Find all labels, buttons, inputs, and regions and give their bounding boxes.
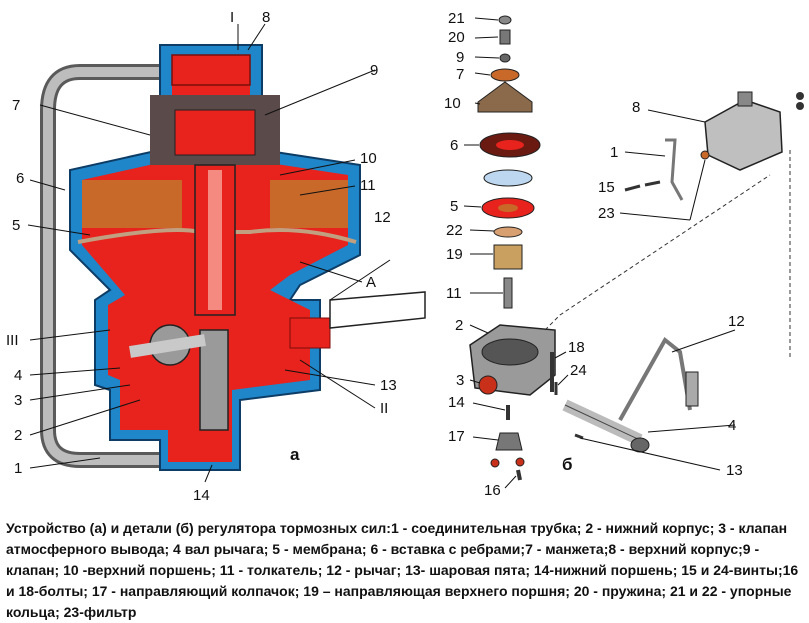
label-b-24: 24 [570, 362, 587, 379]
label-a-III: III [6, 332, 19, 349]
label-a-7: 7 [12, 97, 20, 114]
connecting-tube-inner [43, 67, 175, 465]
side-port [289, 317, 331, 349]
part-9 [499, 53, 511, 63]
label-b-11: 11 [446, 285, 462, 302]
insert-left [82, 180, 182, 228]
label-a-8: 8 [262, 9, 270, 26]
label-b-4: 4 [728, 417, 736, 434]
label-a-12: 12 [374, 209, 391, 226]
label-b-1: 1 [610, 144, 618, 161]
label-a-A: A [366, 274, 376, 291]
part-2-bore [481, 338, 539, 366]
label-b-20: 20 [448, 29, 465, 46]
label-a-9: 9 [370, 62, 378, 79]
label-b-6: 6 [450, 137, 458, 154]
cross-section-view: I 8 9 7 6 5 10 11 12 A III 4 3 2 1 14 13… [6, 9, 426, 504]
subfigure-label-a: а [290, 445, 300, 464]
part-7 [490, 68, 520, 82]
label-b-19: 19 [446, 246, 463, 263]
part-16 [516, 469, 522, 481]
label-a-1: 1 [14, 460, 22, 477]
part-8-upper-housing [704, 99, 783, 171]
label-b-16: 16 [484, 482, 501, 499]
part-23 [700, 150, 710, 160]
label-b-8: 8 [632, 99, 640, 116]
label-a-3: 3 [14, 392, 22, 409]
valve [174, 109, 256, 156]
label-b-5: 5 [450, 198, 458, 215]
label-a-I: I [230, 9, 234, 26]
lever-leader [329, 259, 391, 301]
label-b-9: 9 [456, 49, 464, 66]
part-20 [499, 29, 511, 45]
label-a-5: 5 [12, 217, 20, 234]
exploded-parts-view: 21 20 9 7 10 6 5 22 19 11 2 3 14 17 16 1… [444, 10, 804, 499]
part-3 [478, 375, 498, 395]
label-a-II: II [380, 400, 388, 417]
insert-right [270, 180, 348, 228]
label-b-23: 23 [598, 205, 615, 222]
label-b-10: 10 [444, 95, 461, 112]
label-b-14: 14 [448, 394, 465, 411]
label-a-11: 11 [360, 177, 376, 194]
part-17 [495, 432, 523, 451]
label-b-2: 2 [455, 317, 463, 334]
lever [329, 291, 426, 329]
part-13 [574, 433, 584, 440]
part-1-tube [665, 138, 684, 201]
part-22 [493, 226, 523, 238]
label-b-3: 3 [456, 372, 464, 389]
label-a-14: 14 [193, 487, 210, 504]
label-b-18: 18 [568, 339, 585, 356]
label-a-10: 10 [360, 150, 377, 167]
subfigure-label-b: б [562, 455, 573, 474]
label-b-15: 15 [598, 179, 615, 196]
label-b-13: 13 [726, 462, 743, 479]
ball-joint [129, 334, 206, 358]
part-15 [624, 184, 641, 192]
label-b-7: 7 [456, 66, 464, 83]
label-b-22: 22 [446, 222, 463, 239]
label-a-13: 13 [380, 377, 397, 394]
part-11 [503, 277, 513, 309]
part-19 [493, 244, 523, 270]
label-a-4: 4 [14, 367, 22, 384]
brake-regulator-illustration: I 8 9 7 6 5 10 11 12 A III 4 3 2 1 14 13… [6, 9, 804, 504]
part-upper-ring [483, 169, 533, 187]
lower-piston [199, 329, 229, 431]
label-b-17: 17 [448, 428, 465, 445]
label-b-21: 21 [448, 10, 465, 27]
figure-caption: Устройство (а) и детали (б) регулятора т… [6, 520, 799, 620]
pusher-core [208, 170, 222, 310]
label-b-12: 12 [728, 313, 745, 330]
part-12-lever [618, 336, 692, 421]
top-cap [171, 54, 251, 86]
part-10 [477, 81, 533, 113]
part-21 [498, 15, 512, 25]
label-a-2: 2 [14, 427, 22, 444]
label-a-6: 6 [16, 170, 24, 187]
